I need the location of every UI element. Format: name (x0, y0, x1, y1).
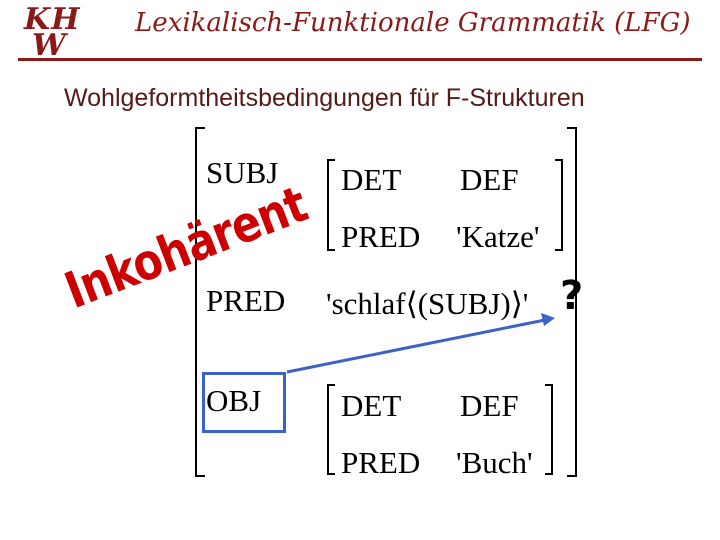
logo-line-2: W (32, 28, 66, 63)
obj-right-bracket (545, 384, 553, 475)
khw-logo: KH W (20, 2, 90, 63)
outer-left-bracket (195, 127, 205, 477)
subj-attribute: SUBJ (206, 155, 279, 190)
subj-pred-value: 'Katze' (456, 219, 540, 254)
subj-right-bracket (555, 159, 563, 251)
obj-to-pred-arrow-line (286, 318, 546, 374)
obj-det-value: DEF (460, 388, 519, 423)
subj-pred-attribute: PRED (341, 219, 421, 254)
pred-attribute: PRED (206, 283, 286, 318)
subj-det-value: DEF (460, 162, 519, 197)
obj-left-bracket (327, 384, 335, 475)
question-mark: ? (560, 273, 584, 319)
pred-value: 'schlaf⟨(SUBJ)⟩' (326, 286, 529, 321)
header-title: Lexikalisch-Funktionale Grammatik (LFG) (135, 8, 691, 38)
obj-highlight-box (202, 372, 286, 433)
subj-det-attribute: DET (341, 162, 402, 197)
header-divider (18, 58, 702, 61)
obj-pred-attribute: PRED (341, 445, 421, 480)
obj-attribute: OBJ (206, 383, 262, 418)
subj-left-bracket (327, 159, 335, 251)
outer-right-bracket (567, 127, 577, 477)
obj-pred-value: 'Buch' (456, 445, 533, 480)
arrow-head-icon (541, 313, 555, 326)
obj-det-attribute: DET (341, 388, 402, 423)
logo-line-1: KH (24, 2, 81, 37)
slide-subtitle: Wohlgeformtheitsbedingungen für F-Strukt… (64, 84, 585, 112)
